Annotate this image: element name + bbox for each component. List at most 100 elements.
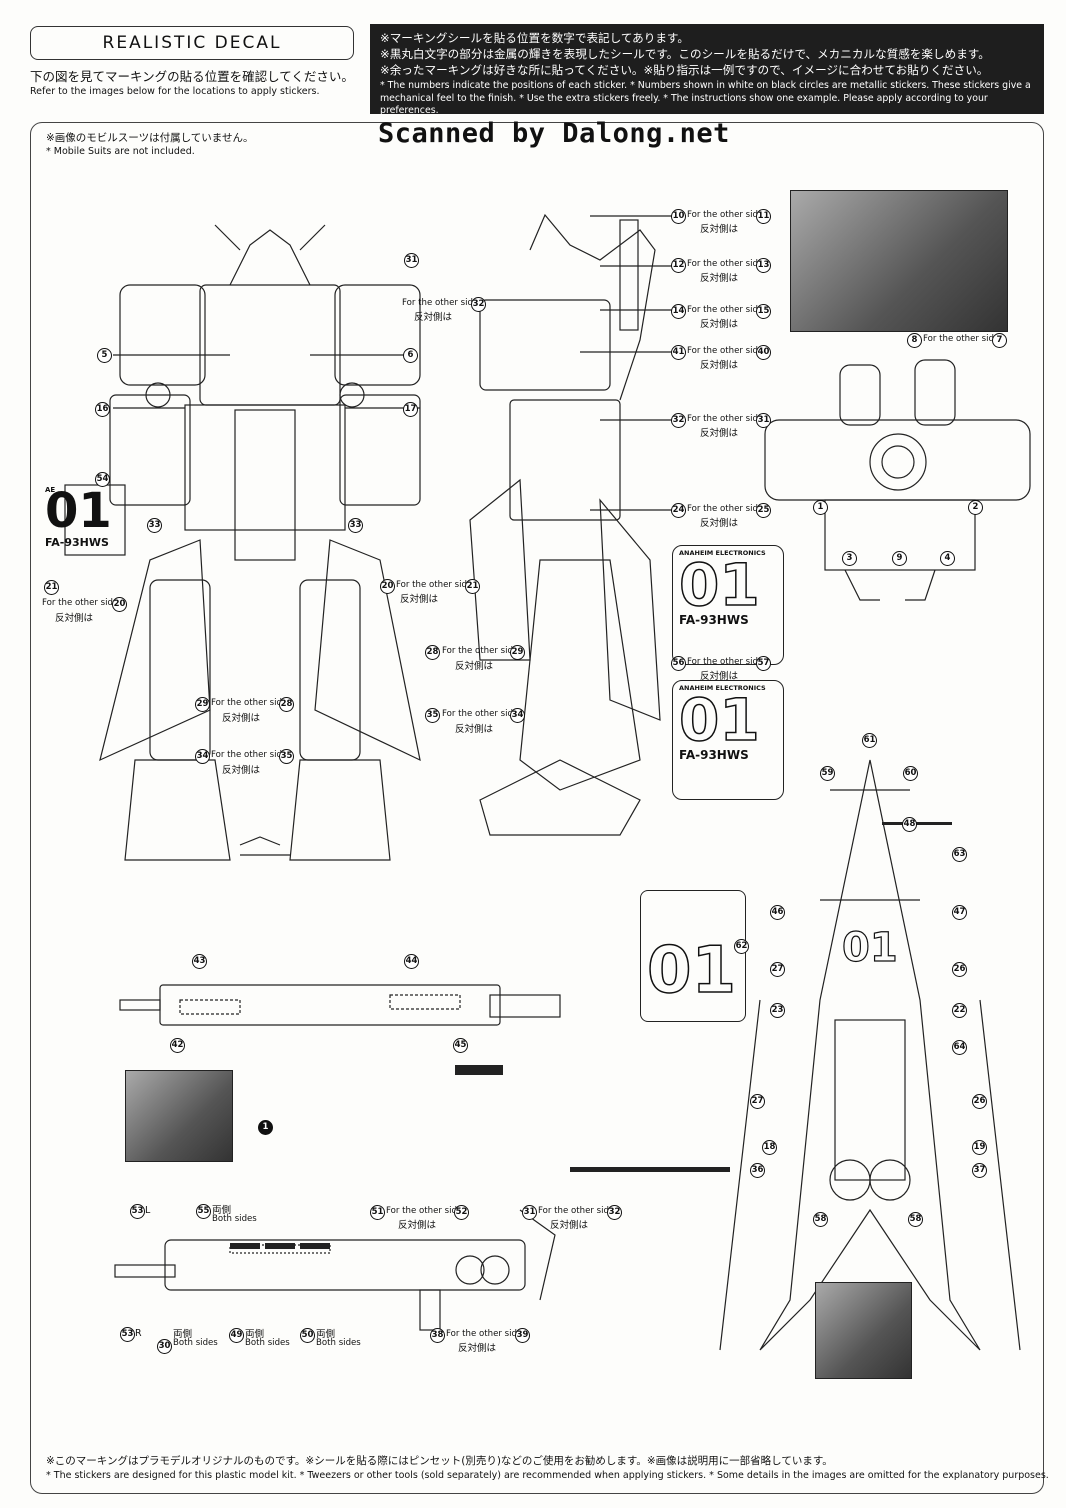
callout-32: 32 xyxy=(471,297,486,312)
notice-box: ※マーキングシールを貼る位置を数字で表記してあります。 ※黒丸白文字の部分は金属… xyxy=(370,24,1044,116)
callout-64: 64 xyxy=(952,1040,967,1055)
callout-47: 47 xyxy=(952,905,967,920)
photo-thruster-detail xyxy=(815,1282,912,1379)
caption-other-side: For the other side, xyxy=(923,334,1002,344)
decal-panel-1-maker: ANAHEIM ELECTRONICS xyxy=(679,549,766,557)
scan-watermark: Scanned by Dalong.net xyxy=(378,118,730,149)
callout-35-b: 35 xyxy=(425,708,440,723)
caption-other-side-ja: 反対側は xyxy=(700,671,739,682)
decal-panel-2-code: FA-93HWS xyxy=(679,748,749,762)
callout-53-l-suffix: L xyxy=(145,1205,151,1216)
callout-29-b: 29 xyxy=(510,645,525,660)
callout-8: 8 xyxy=(907,333,922,348)
caption-other-side-ja: 反対側は xyxy=(550,1220,589,1231)
intro-english: Refer to the images below for the locati… xyxy=(30,86,320,97)
caption-other-side-ja: 反対側は xyxy=(398,1220,437,1231)
decal-maker: AE xyxy=(45,486,56,494)
caption-other-side: For the other side, xyxy=(386,1206,465,1216)
bazooka-view xyxy=(114,1209,556,1331)
callout-60: 60 xyxy=(903,766,918,781)
caption-other-side: For the other side, xyxy=(442,646,521,656)
ms-note-japanese: ※画像のモビルスーツは付属していません。 xyxy=(46,132,254,144)
notice-ja-line-1: ※マーキングシールを貼る位置を数字で表記してあります。 xyxy=(380,31,689,45)
callout-2: 2 xyxy=(968,500,983,515)
caption-other-side-ja: 反対側は xyxy=(700,518,739,529)
caption-both-sides-ja: 両側 xyxy=(212,1205,232,1216)
caption-both-sides-en: Both sides xyxy=(173,1338,218,1348)
callout-61: 61 xyxy=(862,733,877,748)
callout-11: 11 xyxy=(756,209,771,224)
notice-ja-line-3: ※余ったマーキングは好きな所に貼ってください。※貼り指示は一例ですので、イメージ… xyxy=(380,63,989,77)
callout-38: 38 xyxy=(430,1328,445,1343)
caption-other-side-ja: 反対側は xyxy=(700,319,739,330)
callout-52: 52 xyxy=(454,1205,469,1220)
callout-57: 57 xyxy=(756,656,771,671)
footer-english: * The stickers are designed for this pla… xyxy=(46,1470,1049,1481)
caption-both-sides-ja: 両側 xyxy=(173,1329,193,1340)
callout-3: 3 xyxy=(842,551,857,566)
decal-panel-1-code: FA-93HWS xyxy=(679,613,749,627)
callout-24: 24 xyxy=(671,503,686,518)
caption-other-side-ja: 反対側は xyxy=(700,224,739,235)
callout-44: 44 xyxy=(404,954,419,969)
decal-panel-2-maker: ANAHEIM ELECTRONICS xyxy=(679,684,766,692)
callout-10: 10 xyxy=(671,209,686,224)
decal-model-code: FA-93HWS xyxy=(45,536,109,549)
callout-21-b: 21 xyxy=(465,579,480,594)
caption-both-sides-en: Both sides xyxy=(245,1338,290,1348)
callout-18: 18 xyxy=(762,1140,777,1155)
callout-33-left: 33 xyxy=(147,518,162,533)
wing-view xyxy=(719,759,1021,1351)
callout-50: 50 xyxy=(300,1328,315,1343)
decal-panel-2: ANAHEIM ELECTRONICS 01 FA-93HWS xyxy=(672,680,784,800)
callout-31: 31 xyxy=(404,253,419,268)
caption-other-side-ja: 反対側は xyxy=(414,312,453,323)
caption-other-side: For the other side, xyxy=(687,657,766,667)
caption-both-sides-ja: 両側 xyxy=(316,1329,336,1340)
callout-6: 6 xyxy=(403,348,418,363)
callout-5: 5 xyxy=(97,348,112,363)
notice-english: * The numbers indicate the positions of … xyxy=(380,80,1031,116)
callout-36: 36 xyxy=(750,1163,765,1178)
photo-shoulder-detail xyxy=(790,190,1008,332)
callout-14: 14 xyxy=(671,304,686,319)
caption-other-side: For the other side, xyxy=(446,1329,525,1339)
caption-other-side: For the other side, xyxy=(211,750,290,760)
callout-1: 1 xyxy=(813,500,828,515)
ms-note-english: * Mobile Suits are not included. xyxy=(46,146,195,157)
callout-33-right: 33 xyxy=(348,518,363,533)
callout-55: 55 xyxy=(196,1204,211,1219)
caption-other-side: For the other side, xyxy=(538,1206,617,1216)
callout-27: 27 xyxy=(770,962,785,977)
caption-other-side: For the other side, xyxy=(396,580,475,590)
decal-panel-3-number: 01 xyxy=(646,934,737,1008)
diagram-frame xyxy=(30,122,1044,1494)
decal-panel-2-number: 01 xyxy=(678,686,760,754)
callout-53-r-suffix: R xyxy=(135,1328,142,1339)
callout-53-l: 53 xyxy=(130,1204,145,1219)
caption-other-side-ja: 反対側は xyxy=(700,273,739,284)
callout-16: 16 xyxy=(95,402,110,417)
callout-58-left: 58 xyxy=(813,1212,828,1227)
callout-32-b: 32 xyxy=(671,413,686,428)
caption-other-side: For the other side, xyxy=(402,298,481,308)
caption-other-side: For the other side, xyxy=(687,305,766,315)
callout-53-r: 53 xyxy=(120,1327,135,1342)
callout-35: 35 xyxy=(279,749,294,764)
callout-43: 43 xyxy=(192,954,207,969)
callout-7: 7 xyxy=(992,333,1007,348)
caption-other-side: For the other side, xyxy=(687,414,766,424)
callout-26: 26 xyxy=(952,962,967,977)
wing-decal-number: 01 xyxy=(841,924,898,971)
callout-31-c: 31 xyxy=(522,1205,537,1220)
callout-59: 59 xyxy=(820,766,835,781)
callout-63: 63 xyxy=(952,847,967,862)
caption-other-side-ja: 反対側は xyxy=(458,1343,497,1354)
callout-29: 29 xyxy=(195,697,210,712)
intro-japanese: 下の図を見てマーキングの貼る位置を確認してください。 xyxy=(30,69,354,84)
caption-other-side: For the other side, xyxy=(687,504,766,514)
callout-28: 28 xyxy=(279,697,294,712)
callout-13: 13 xyxy=(756,258,771,273)
callout-21: 21 xyxy=(44,580,59,595)
